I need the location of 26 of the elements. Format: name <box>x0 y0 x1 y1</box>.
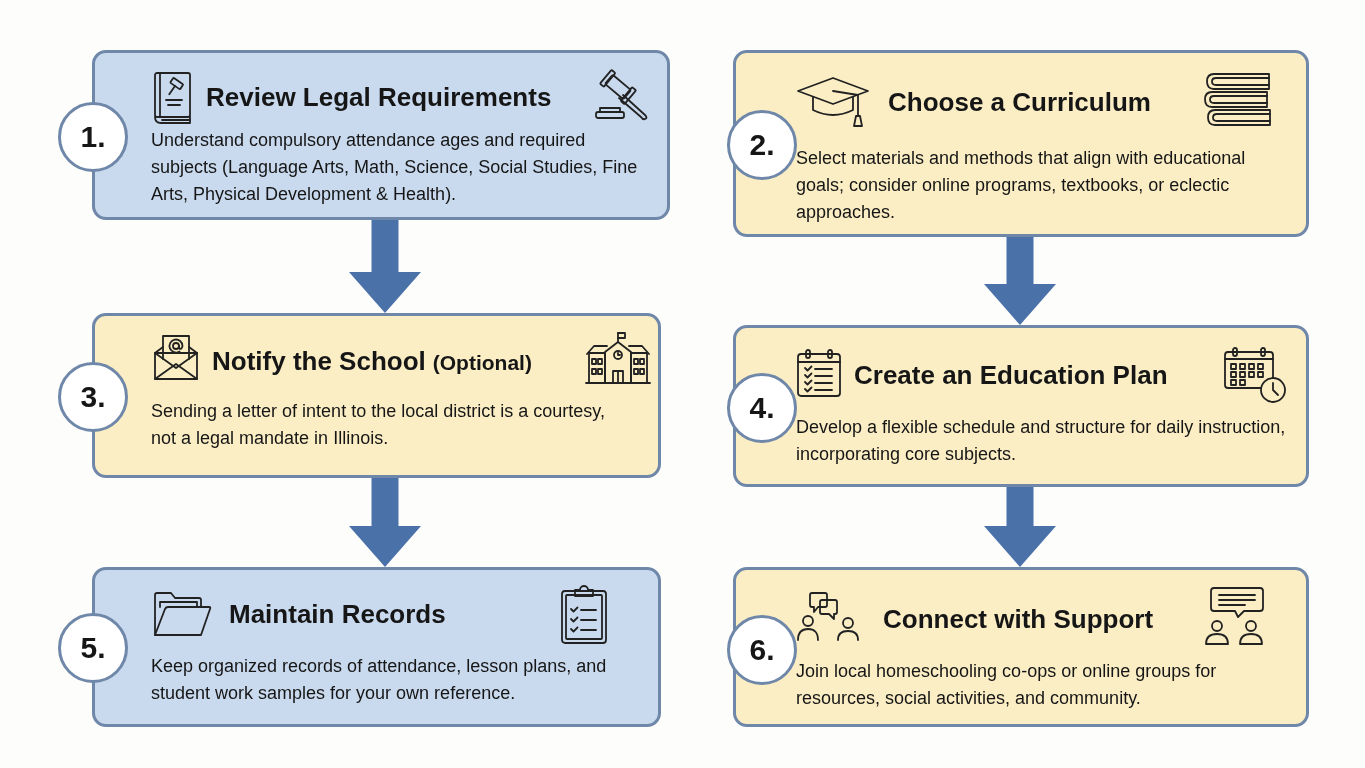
step-number: 4. <box>749 393 775 423</box>
step-description: Keep organized records of attendance, lesson plans, and student work samples for your own reference. <box>151 655 608 705</box>
step-title: Create an Education Plan <box>854 361 1168 391</box>
step-title: Review Legal Requirements <box>206 83 552 113</box>
step-description: Understand compulsory attendance ages and required subjects (Language Arts, Math, Science, Social Studies, Fine Arts, Physical Development & Health). <box>151 129 639 206</box>
step-title: Maintain Records <box>229 600 446 630</box>
step-number: 5. <box>80 633 106 663</box>
step-card <box>733 567 1309 727</box>
step-card <box>733 325 1309 487</box>
flow-arrow <box>349 220 421 313</box>
step-number: 1. <box>80 122 106 152</box>
step-description: Join local homeschooling co-ops or online groups for resources, social activities, and community. <box>796 660 1218 710</box>
step-number: 2. <box>749 130 775 160</box>
step-title: Notify the School <box>212 347 426 377</box>
step-title: Connect with Support <box>883 605 1154 635</box>
step-number: 3. <box>80 382 106 412</box>
step-description: Select materials and methods that align with educational goals; consider online programs, textbooks, or eclectic approaches. <box>796 147 1247 224</box>
step-title-note: (Optional) <box>432 351 532 376</box>
flow-arrow <box>349 478 421 567</box>
step-description: Sending a letter of intent to the local district is a courtesy, not a legal mandate in Illinois. <box>151 400 606 450</box>
step-description: Develop a flexible schedule and structure for daily instruction, incorporating core subjects. <box>796 416 1287 466</box>
step-number: 6. <box>749 635 775 665</box>
step-card <box>733 50 1309 237</box>
flow-arrow <box>984 487 1056 567</box>
flow-arrow <box>984 237 1056 325</box>
step-title: Choose a Curriculum <box>888 88 1151 118</box>
